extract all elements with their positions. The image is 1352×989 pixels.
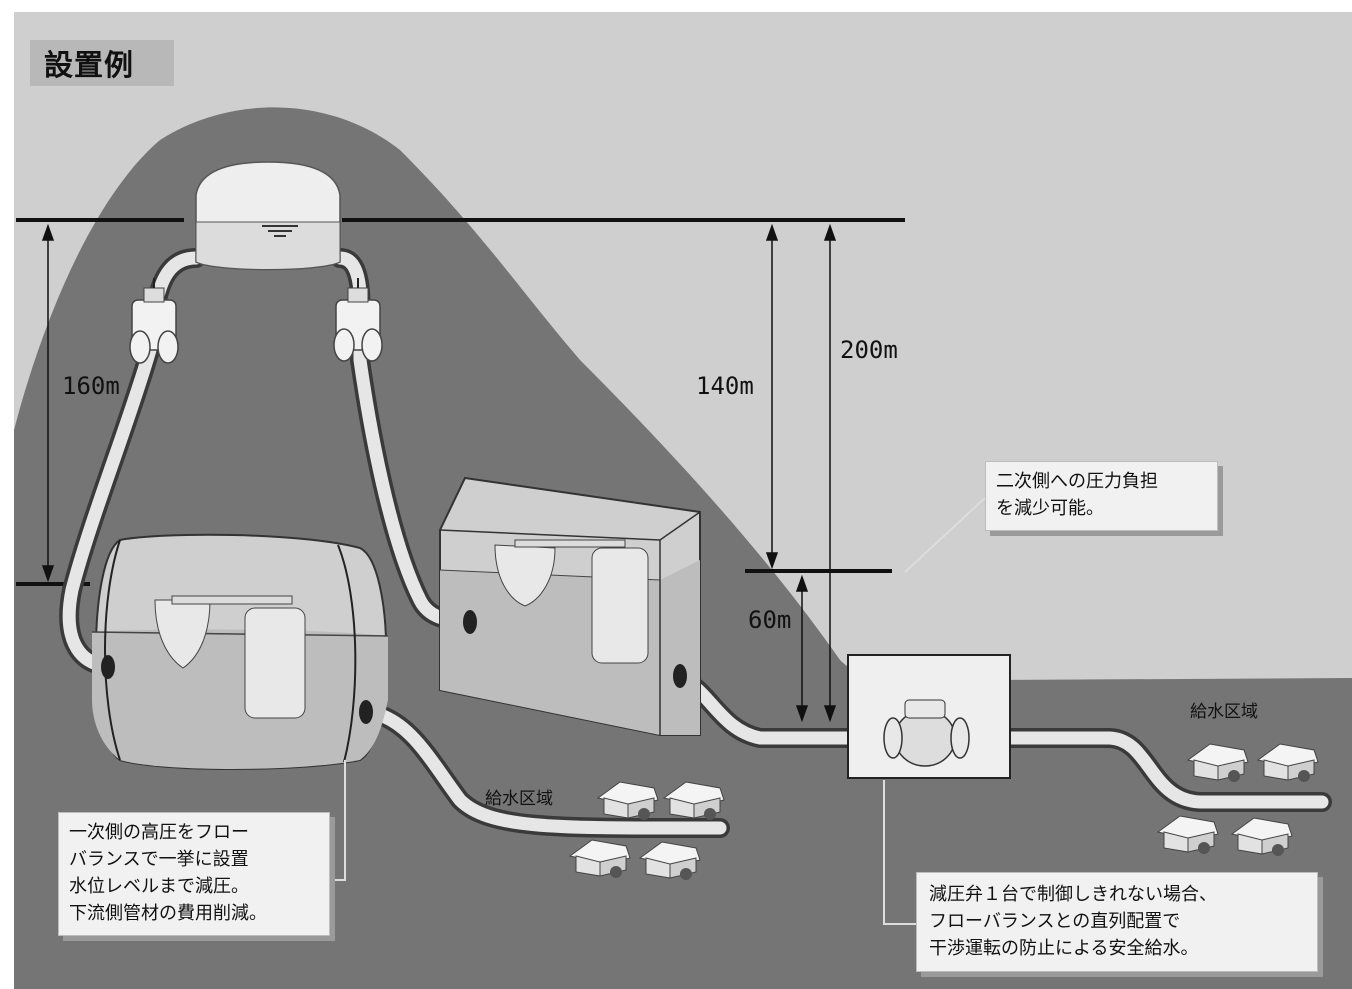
title-box: 設置例 <box>30 40 174 86</box>
callout-left-line: 一次側の高圧をフロー <box>69 822 249 843</box>
summit-water-tank <box>195 161 341 271</box>
leader-line-left <box>330 760 346 881</box>
house-icon <box>662 781 725 820</box>
leader-line-bottom-right <box>883 780 916 925</box>
gate-valve-right <box>333 278 383 362</box>
callout-top-right: 二次側への圧力負担 を減少可能。 <box>985 461 1218 531</box>
callout-left-line: バランスで一挙に設置 <box>69 849 249 870</box>
callout-bottom-right-line: 干渉運転の防止による安全給水。 <box>929 938 1199 959</box>
dimension-arrow-140 <box>765 223 779 570</box>
middle-box-tank <box>439 476 701 736</box>
supply-area-label-left: 給水区域 <box>485 789 553 809</box>
page-title: 設置例 <box>44 48 135 82</box>
callout-left-line: 水位レベルまで減圧。 <box>69 876 249 897</box>
house-icon <box>596 781 659 820</box>
pipes <box>59 248 1332 839</box>
pressure-reducing-valve <box>847 654 1011 779</box>
callout-top-right-line: 二次側への圧力負担 <box>996 471 1158 492</box>
dimension-label-140: 140m <box>696 372 754 400</box>
house-icon <box>1256 743 1319 782</box>
callout-top-right-line: を減少可能。 <box>996 498 1104 519</box>
dimension-label-60: 60m <box>748 606 792 634</box>
dimension-arrow-60 <box>795 574 809 723</box>
dimension-label-160: 160m <box>62 372 120 400</box>
house-icon <box>638 841 701 880</box>
supply-area-label-right: 給水区域 <box>1190 702 1258 722</box>
callout-bottom-right: 減圧弁１台で制御しきれない場合、 フローバランスとの直列配置で 干渉運転の防止に… <box>916 872 1318 972</box>
callout-left-line: 下流側管材の費用削減。 <box>69 903 267 924</box>
house-icon <box>1230 817 1293 856</box>
left-cylindrical-tank <box>91 533 389 770</box>
house-icon <box>1156 815 1219 854</box>
gate-valve-left <box>129 278 179 364</box>
house-icon <box>568 839 631 878</box>
leader-line-top-right <box>904 497 986 573</box>
houses <box>568 743 1319 880</box>
callout-bottom-right-line: フローバランスとの直列配置で <box>929 911 1181 932</box>
dimension-arrow-160 <box>41 223 55 583</box>
callout-bottom-right-line: 減圧弁１台で制御しきれない場合、 <box>929 884 1217 905</box>
dimension-label-200: 200m <box>840 336 898 364</box>
house-icon <box>1186 743 1249 782</box>
callout-left: 一次側の高圧をフロー バランスで一挙に設置 水位レベルまで減圧。 下流側管材の費… <box>58 812 330 936</box>
dimension-arrow-200 <box>823 223 837 723</box>
